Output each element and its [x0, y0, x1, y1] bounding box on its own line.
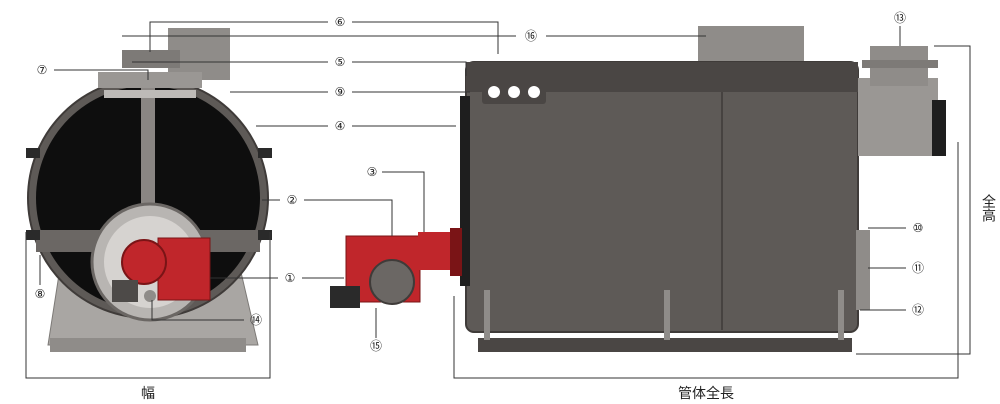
side-leg-left: [484, 290, 490, 340]
rear-handhole: [856, 230, 870, 310]
sight-glass-1: [488, 86, 500, 98]
side-view: [330, 26, 946, 352]
front-top-box: [122, 50, 180, 68]
side-burner-motor: [369, 259, 415, 305]
side-base: [478, 338, 852, 352]
callout-12: ⑫: [912, 303, 924, 317]
callouts: ⑥ ⑯ ⑤ ⑦ ⑨ ④ ③ ② ① ⑧ ⑭ ⑮ ⑬ ⑩ ⑪ ⑫: [35, 11, 924, 353]
front-center-stay: [141, 88, 155, 208]
callout-8: ⑧: [35, 287, 46, 301]
side-burner-flange: [450, 228, 462, 276]
callout-11: ⑪: [912, 261, 924, 275]
leader-lines: [39, 21, 906, 338]
callout-4: ④: [335, 119, 346, 133]
callout-16: ⑯: [525, 29, 537, 43]
front-manifold: [98, 72, 202, 88]
front-lug-right: [258, 148, 272, 158]
dimension-lines: [25, 45, 971, 379]
sight-glass-3: [528, 86, 540, 98]
rear-flange: [932, 100, 946, 156]
width-label: 幅: [141, 386, 155, 402]
side-leg-mid: [664, 290, 670, 340]
flue-cap: [862, 60, 938, 68]
callout-9: ⑨: [335, 85, 346, 99]
callout-15: ⑮: [370, 339, 382, 353]
front-base-plate: [50, 338, 246, 352]
callout-2: ②: [287, 193, 298, 207]
front-header: [104, 90, 196, 98]
front-lug-left: [26, 148, 40, 158]
height-label: 全高: [980, 193, 996, 222]
callout-5: ⑤: [335, 55, 346, 69]
front-burner-motor: [112, 280, 138, 302]
callout-7: ⑦: [37, 63, 48, 77]
front-burner-gauge: [144, 290, 156, 302]
callout-1: ①: [285, 271, 296, 285]
sight-glass-2: [508, 86, 520, 98]
callout-10: ⑩: [913, 221, 924, 235]
side-leg-right: [838, 290, 844, 340]
rear-smokebox: [858, 78, 938, 156]
front-burner-fan: [121, 239, 167, 285]
side-burner-blower: [330, 286, 360, 308]
side-front-door: [460, 96, 470, 286]
callout-3: ③: [367, 165, 378, 179]
callout-14: ⑭: [250, 313, 262, 327]
callout-6: ⑥: [335, 15, 346, 29]
side-stack: [698, 26, 804, 64]
callout-13: ⑬: [894, 11, 906, 25]
front-view: [26, 28, 272, 352]
front-lug-left-low: [26, 230, 40, 240]
front-lug-right-low: [258, 230, 272, 240]
dimension-labels: 幅 管体全長 全高: [141, 193, 996, 402]
length-label: 管体全長: [678, 385, 734, 402]
